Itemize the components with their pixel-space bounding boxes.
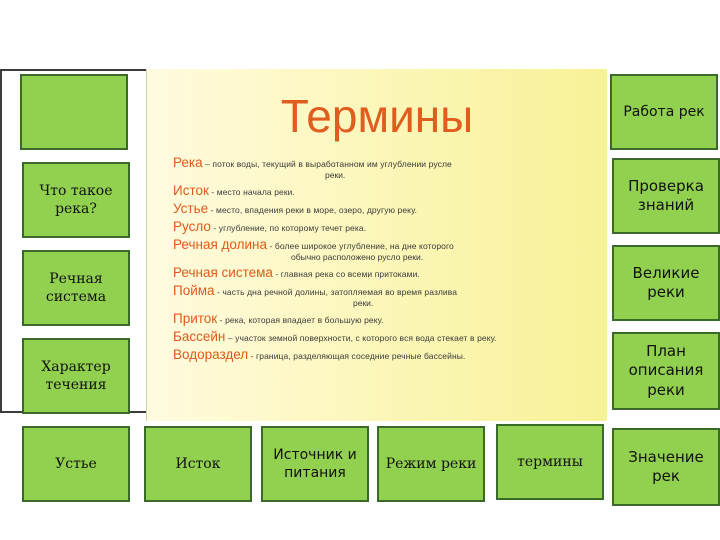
term-dash: - — [272, 269, 281, 279]
term-word: Речная долина — [173, 237, 267, 252]
term-dash: - — [208, 187, 217, 197]
nav-tile-terms[interactable]: термины — [496, 424, 604, 500]
term-row: Приток - река, которая впадает в большую… — [173, 310, 603, 328]
nav-tile-river-system[interactable]: Речная система — [22, 250, 130, 326]
term-dash: - — [208, 205, 217, 215]
term-word: Бассейн — [173, 329, 226, 344]
term-definition: место начала реки. — [216, 187, 295, 197]
term-definition: место, впадения реки в море, озеро, друг… — [216, 205, 418, 215]
term-definition: река, которая впадает в большую реку. — [225, 315, 384, 325]
term-dash: - — [210, 223, 219, 233]
term-dash: - — [217, 315, 226, 325]
nav-tile-mouth[interactable]: Устье — [22, 426, 130, 502]
term-dash: - — [248, 351, 257, 361]
term-word: Устье — [173, 201, 209, 216]
term-definition: часть дна речной долины, затопляемая во … — [222, 287, 458, 297]
term-dash: - — [267, 241, 275, 251]
term-word: Пойма — [173, 283, 215, 298]
panel-title: Термины — [280, 90, 474, 142]
term-row: Бассейн – участок земной поверхности, с … — [173, 328, 603, 346]
nav-tile-what-is-river[interactable]: Что такое река? — [22, 162, 130, 238]
nav-tile-river-importance[interactable]: Значение рек — [612, 428, 720, 506]
term-row: Исток - место начала реки. — [173, 182, 603, 200]
nav-tile-river-work[interactable]: Работа рек — [610, 74, 718, 150]
terms-panel: Термины Река – поток воды, текущий в выр… — [146, 69, 607, 421]
term-word: Речная система — [173, 265, 273, 280]
terms-list: Река – поток воды, текущий в выработанно… — [173, 154, 603, 364]
nav-tile-description-plan[interactable]: План описания реки — [612, 332, 720, 410]
term-row: Устье - место, впадения реки в море, озе… — [173, 200, 603, 218]
term-word: Исток — [173, 183, 209, 198]
term-word: Приток — [173, 311, 218, 326]
term-definition: углубление, по которому течет река. — [218, 223, 367, 233]
term-dash: – — [225, 333, 236, 343]
term-word: Русло — [173, 219, 211, 234]
nav-tile-water-sources[interactable]: Источник и питания — [261, 426, 369, 502]
term-word: Река — [173, 155, 203, 170]
term-dash: - — [214, 287, 223, 297]
term-row: Водораздел - граница, разделяющая соседн… — [173, 346, 603, 364]
term-definition-cont: реки. — [325, 170, 346, 180]
term-definition-cont: реки. — [353, 298, 374, 308]
nav-tile-river-regime[interactable]: Режим реки — [377, 426, 485, 502]
term-definition: участок земной поверхности, с которого в… — [235, 333, 497, 343]
term-definition: главная река со всеми притоками. — [280, 269, 420, 279]
term-definition: поток воды, текущий в выработанном им уг… — [212, 159, 452, 169]
nav-tile-source[interactable]: Исток — [144, 426, 252, 502]
nav-tile-great-rivers[interactable]: Великие реки — [612, 245, 720, 321]
term-word: Водораздел — [173, 347, 249, 362]
term-row: Река – поток воды, текущий в выработанно… — [173, 154, 603, 182]
nav-tile-blank[interactable] — [20, 74, 128, 150]
term-row: Речная система - главная река со всеми п… — [173, 264, 603, 282]
nav-tile-knowledge-check[interactable]: Проверка знаний — [612, 158, 720, 234]
term-row: Пойма - часть дна речной долины, затопля… — [173, 282, 603, 310]
term-definition-cont: обычно расположено русло реки. — [291, 252, 424, 262]
term-definition: более широкое углубление, на дне которог… — [274, 241, 454, 251]
term-dash: – — [202, 159, 213, 169]
term-row: Русло - углубление, по которому течет ре… — [173, 218, 603, 236]
term-row: Речная долина - более широкое углубление… — [173, 236, 603, 264]
nav-tile-flow-character[interactable]: Характер течения — [22, 338, 130, 414]
term-definition: граница, разделяющая соседние речные бас… — [256, 351, 466, 361]
